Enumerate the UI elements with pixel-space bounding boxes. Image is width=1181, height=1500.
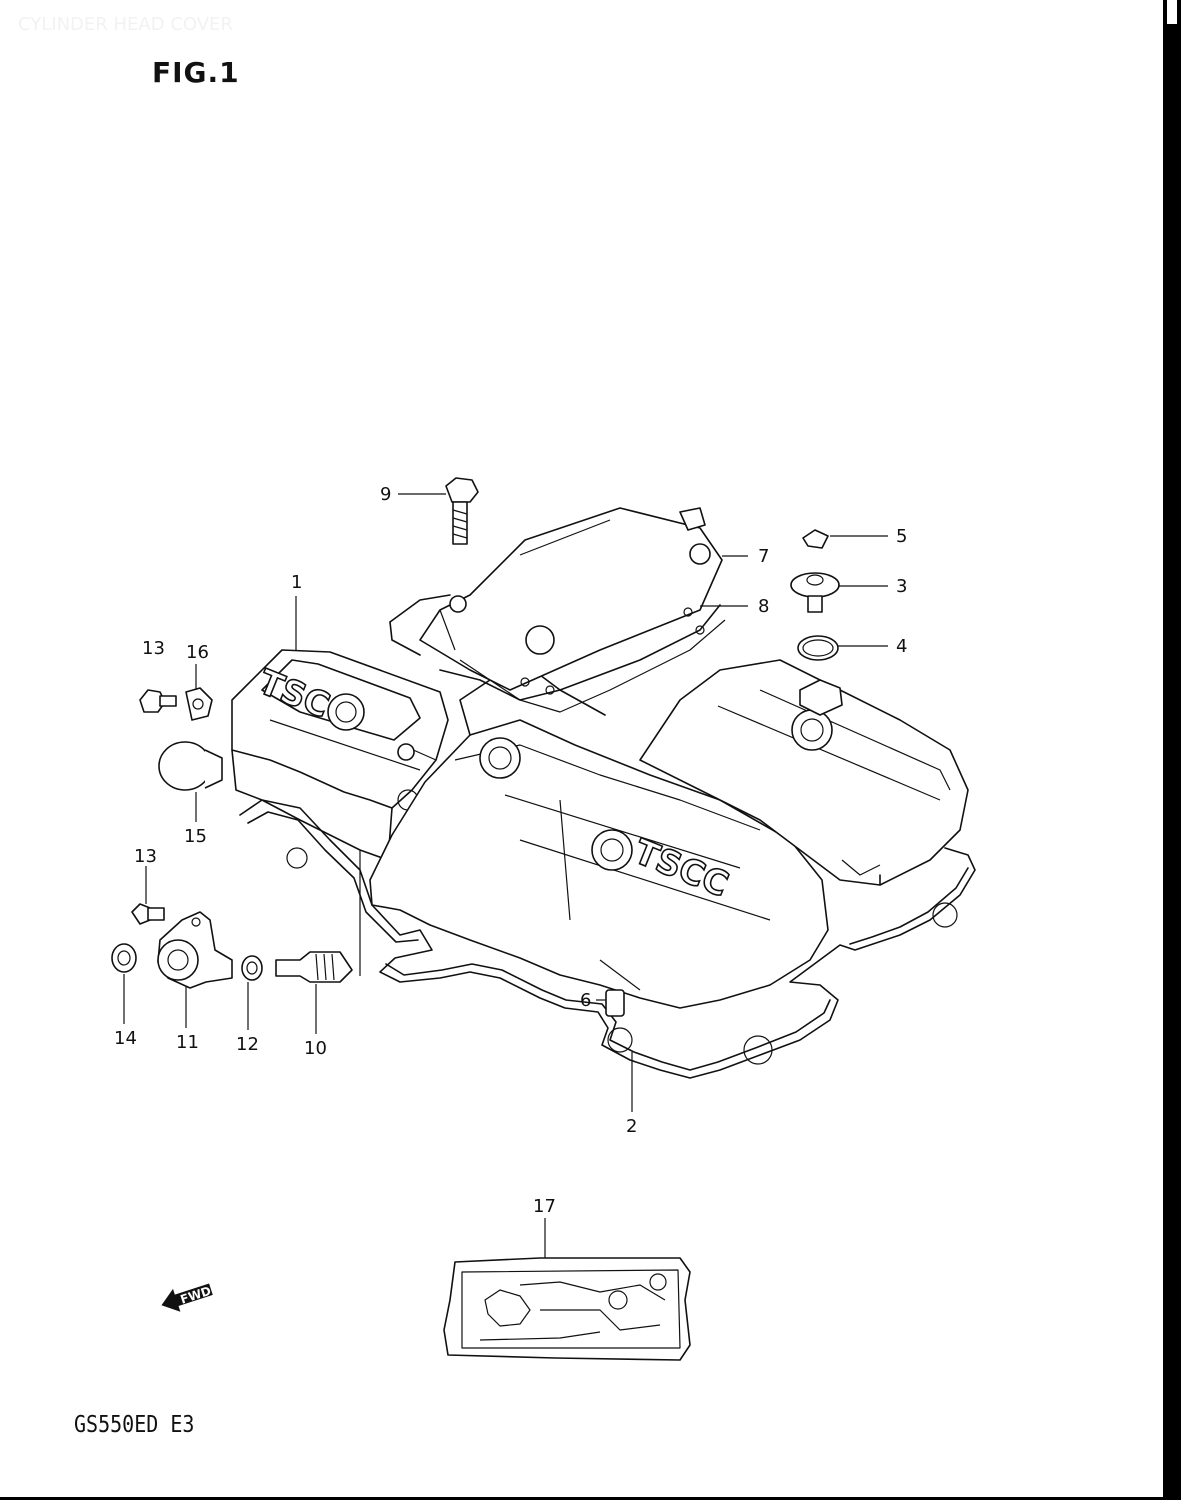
figure-title: FIG.1 — [152, 56, 240, 89]
center-head-cover: TSCC — [369, 659, 829, 1009]
faint-header-text: CYLINDER HEAD COVER — [18, 14, 233, 35]
model-code: GS550ED E3 — [74, 1410, 195, 1438]
callout-2: 2 — [626, 1116, 637, 1137]
right-edge-bar — [1163, 0, 1181, 1500]
oil-filler-cap — [790, 529, 843, 716]
callout-13-upper: 13 — [142, 638, 165, 659]
callout-labels: 1 2 3 4 5 6 7 8 9 10 11 12 13 13 14 15 1… — [114, 484, 907, 1217]
breather-cover-and-gasket — [389, 507, 726, 713]
leader-lines — [123, 493, 888, 1258]
callout-5: 5 — [896, 526, 907, 547]
gasket-set-pouch — [443, 1257, 691, 1361]
callout-3: 3 — [896, 576, 907, 597]
fwd-label: FWD — [179, 1284, 213, 1307]
dowel-pin — [605, 989, 625, 1017]
callout-7: 7 — [758, 546, 769, 567]
callout-4: 4 — [896, 636, 907, 657]
callout-8: 8 — [758, 596, 769, 617]
left-head-cover: TSCC — [231, 649, 449, 861]
bottom-edge-rule — [0, 1497, 1170, 1500]
callout-6: 6 — [580, 990, 591, 1011]
callout-14: 14 — [114, 1028, 137, 1049]
callout-1: 1 — [291, 572, 302, 593]
forward-direction-arrow: FWD — [161, 1283, 213, 1312]
callout-13-lower: 13 — [134, 846, 157, 867]
breather-bolt — [445, 477, 479, 545]
callout-16: 16 — [186, 642, 209, 663]
callout-11: 11 — [176, 1032, 199, 1053]
left-small-parts-upper — [139, 687, 223, 791]
callout-15: 15 — [184, 826, 207, 847]
callout-12: 12 — [236, 1034, 259, 1055]
callout-17: 17 — [533, 1196, 556, 1217]
tachometer-drive-parts — [111, 903, 353, 989]
head-cover-gasket — [239, 799, 976, 1079]
callout-10: 10 — [304, 1038, 327, 1059]
callout-9: 9 — [380, 484, 391, 505]
